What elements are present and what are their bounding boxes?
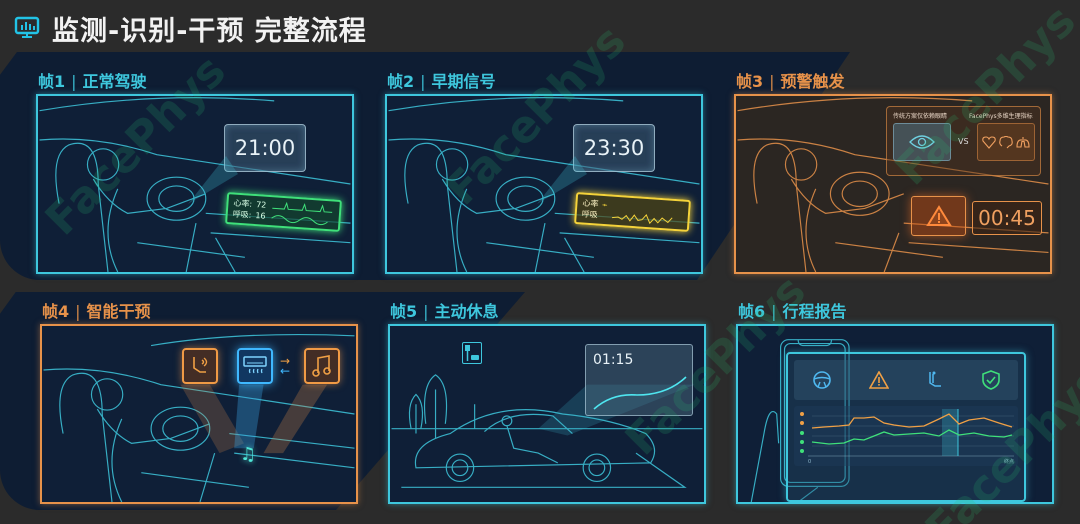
frame-title-text: 智能干预 [86, 302, 151, 321]
phone-hand-illustration [750, 339, 850, 502]
comparison-box: 传统方案仅依赖眼睛 FacePhys多维生理指标 VS [886, 106, 1041, 176]
frame-6-panel: 0 终点 [736, 324, 1054, 504]
recovery-curve [593, 376, 687, 410]
breath-rate-row: 呼吸: 16 [232, 208, 334, 226]
frame-number: 帧6 [738, 302, 766, 321]
trip-report-tablet: 0 终点 [786, 352, 1026, 502]
frame-number: 帧2 [387, 72, 415, 91]
trip-chart-svg [800, 409, 1014, 457]
ecg-waveform [272, 201, 333, 213]
seat-icon [929, 371, 942, 387]
air-conditioner-icon [237, 348, 273, 384]
title-separator: | [420, 72, 426, 91]
breath-rate-value: 16 [255, 211, 266, 221]
title-separator: | [423, 302, 429, 321]
trip-vitals-chart: 0 终点 [794, 406, 1018, 466]
heart-rate-value: 72 [255, 200, 267, 210]
heart-icon [982, 135, 996, 149]
warning-icon [868, 371, 889, 389]
warning-icon [925, 205, 952, 226]
driver-cockpit-illustration [43, 333, 355, 502]
frame-2-title: 帧2 | 早期信号 [387, 68, 496, 92]
breath-rate-label: 呼吸 [581, 209, 599, 220]
heart-rate-row: 心率 [582, 198, 684, 216]
frame-number: 帧1 [38, 72, 66, 91]
breath-rate-label: 呼吸: [232, 209, 252, 220]
frame-4-title: 帧4 | 智能干预 [42, 298, 151, 322]
title-separator: | [75, 302, 81, 321]
eye-icon [909, 135, 935, 149]
time-display: 21:00 [224, 124, 306, 172]
frame-title-text: 行程报告 [782, 302, 847, 321]
seat-vibration-icon [182, 348, 218, 384]
frame-5-panel: 01:15 [388, 324, 706, 504]
swap-arrows-icon: →← [280, 354, 291, 378]
frame-title-text: 主动休息 [434, 302, 499, 321]
page-header: 监测-识别-干预 完整流程 [14, 10, 367, 47]
breath-rate-row: 呼吸 [581, 208, 683, 226]
heart-rate-row: 心率: 72 [233, 198, 335, 216]
traditional-label: 传统方案仅依赖眼睛 [893, 113, 948, 120]
title-separator: | [71, 72, 77, 91]
chart-axis-end: 终点 [1003, 459, 1014, 465]
facephys-card [977, 123, 1035, 161]
steering-wheel-icon [813, 371, 832, 389]
brain-icon [999, 135, 1013, 148]
frame-number: 帧4 [42, 302, 70, 321]
vitals-panel-warning: 心率 呼吸 [574, 192, 691, 232]
music-icon [304, 348, 340, 384]
countdown-timer: 00:45 [972, 201, 1042, 235]
monitor-chart-icon [14, 16, 40, 38]
projection-beam [537, 156, 587, 204]
vitals-panel-normal: 心率: 72 呼吸: 16 [225, 192, 342, 232]
frame-number: 帧5 [390, 302, 418, 321]
driver-cockpit-illustration [737, 97, 1049, 272]
frame-1-title: 帧1 | 正常驾驶 [38, 68, 147, 92]
chart-axis-start: 0 [808, 459, 812, 465]
rest-timer-card: 01:15 [585, 344, 693, 416]
frame-4-panel: →← ♫ [40, 324, 358, 504]
frame-3-title: 帧3 | 预警触发 [736, 68, 845, 92]
vs-label: VS [958, 137, 969, 146]
report-summary-icons [794, 360, 1018, 400]
frame-1-panel: 21:00 心率: 72 呼吸: 16 [36, 94, 354, 274]
time-display: 23:30 [573, 124, 655, 172]
shield-check-icon [981, 370, 1000, 390]
rest-timer: 01:15 [593, 352, 634, 368]
music-note-icon: ♫ [240, 444, 257, 465]
frame-6-title: 帧6 | 行程报告 [738, 298, 847, 322]
irregular-waveform [612, 213, 673, 224]
parking-rest-icon [462, 342, 482, 364]
alert-box [911, 196, 966, 236]
page-title: 监测-识别-干预 完整流程 [52, 15, 367, 47]
parked-car-illustration [391, 374, 703, 488]
frame-2-panel: 23:30 心率 呼吸 [385, 94, 703, 274]
title-separator: | [769, 72, 775, 91]
frame-5-title: 帧5 | 主动休息 [390, 298, 499, 322]
traditional-card [893, 123, 951, 161]
frame-3-panel: 传统方案仅依赖眼睛 FacePhys多维生理指标 VS 00:45 [734, 94, 1052, 274]
frame-number: 帧3 [736, 72, 764, 91]
breath-waveform [271, 214, 328, 225]
frame-title-text: 正常驾驶 [82, 72, 147, 91]
lungs-icon [1016, 136, 1030, 148]
projection-beam [188, 156, 238, 204]
facephys-label: FacePhys多维生理指标 [969, 113, 1033, 120]
title-separator: | [771, 302, 777, 321]
spike-icon [602, 203, 608, 206]
frame-title-text: 早期信号 [431, 72, 496, 91]
frame-title-text: 预警触发 [780, 72, 845, 91]
